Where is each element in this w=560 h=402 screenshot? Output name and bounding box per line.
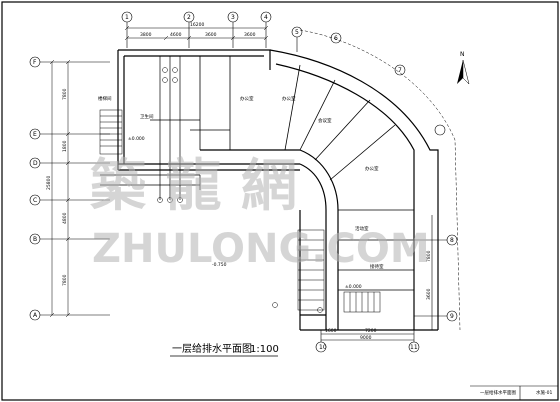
- dim-top-total: 16200: [190, 22, 204, 28]
- staircase-right: [343, 291, 381, 313]
- dim-left-1: 7800: [62, 88, 68, 100]
- axis-3: 3: [231, 14, 235, 21]
- pipe-lines: [100, 56, 201, 200]
- dim-left-total: 25800: [46, 176, 52, 190]
- dim-bottom-total: 9000: [360, 335, 372, 341]
- axis-7: 7: [398, 67, 402, 74]
- room-label-4: 办公室: [365, 165, 379, 172]
- title-block-number: 水施-01: [536, 389, 552, 396]
- axis-F: F: [33, 59, 37, 66]
- dim-bottom-2: 7200: [365, 328, 377, 334]
- axis-10: 10: [319, 344, 327, 351]
- room-label-8: 楼梯间: [98, 95, 112, 102]
- north-label: N: [460, 51, 465, 58]
- curved-axis-bubbles: [330, 32, 446, 136]
- axis-B: B: [33, 236, 37, 243]
- dim-left-3: 4800: [62, 212, 68, 224]
- dim-left-4: 7800: [62, 274, 68, 286]
- axis-5: 5: [295, 29, 299, 36]
- right-axis-bubbles: [414, 215, 458, 330]
- watermark-chinese: 築 龍 網: [90, 154, 297, 219]
- level-mark-1: ±0.000: [128, 136, 145, 142]
- dim-top-3: 3600: [205, 32, 217, 38]
- room-label-2: 办公室: [282, 95, 296, 102]
- axis-6: 6: [334, 35, 338, 42]
- top-dimension-line: [124, 25, 269, 41]
- room-label-7: 卫生间: [140, 113, 154, 120]
- title-block-name: 一层给排水平面图: [480, 389, 516, 396]
- north-arrow-icon: [457, 59, 470, 85]
- room-label-1: 办公室: [240, 95, 254, 102]
- axis-1: 1: [125, 14, 129, 21]
- room-label-3: 会议室: [318, 117, 332, 124]
- fixture-circles: [157, 67, 323, 313]
- level-mark-3: ±0.000: [345, 284, 362, 290]
- dim-right-2: 3600: [426, 288, 432, 300]
- drawing-title: 一层给排水平面图: [172, 342, 252, 355]
- radial-walls: [190, 56, 414, 291]
- left-dimension-line: [49, 59, 71, 318]
- staircase-left: [99, 109, 123, 155]
- dim-top-4: 3600: [244, 32, 256, 38]
- axis-9: 9: [450, 313, 454, 320]
- axis-C: C: [33, 197, 37, 204]
- dim-bottom-1: 1600: [325, 328, 337, 334]
- dim-right-1: 7800: [426, 250, 432, 262]
- axis-2: 2: [187, 14, 191, 21]
- staircase-bottom: [297, 229, 325, 311]
- top-axis-bubbles: [121, 11, 303, 52]
- drawing-scale: 1:100: [250, 344, 279, 355]
- room-label-6: 活动室: [355, 225, 369, 232]
- dim-top-1: 3800: [140, 32, 152, 38]
- axis-8: 8: [450, 237, 454, 244]
- dim-top-2: 4600: [170, 32, 182, 38]
- axis-11: 11: [410, 344, 418, 351]
- room-label-5: 接待室: [370, 263, 384, 270]
- axis-4: 4: [264, 14, 268, 21]
- bottom-axis-bubbles: [315, 330, 420, 353]
- curved-axis-line: [299, 29, 461, 331]
- level-mark-2: -0.750: [212, 262, 227, 268]
- dim-left-2: 1800: [62, 140, 68, 152]
- axis-A: A: [33, 312, 38, 319]
- axis-D: D: [33, 160, 38, 167]
- watermark-latin: ZHULONG.COM: [92, 226, 430, 272]
- axis-E: E: [33, 131, 37, 138]
